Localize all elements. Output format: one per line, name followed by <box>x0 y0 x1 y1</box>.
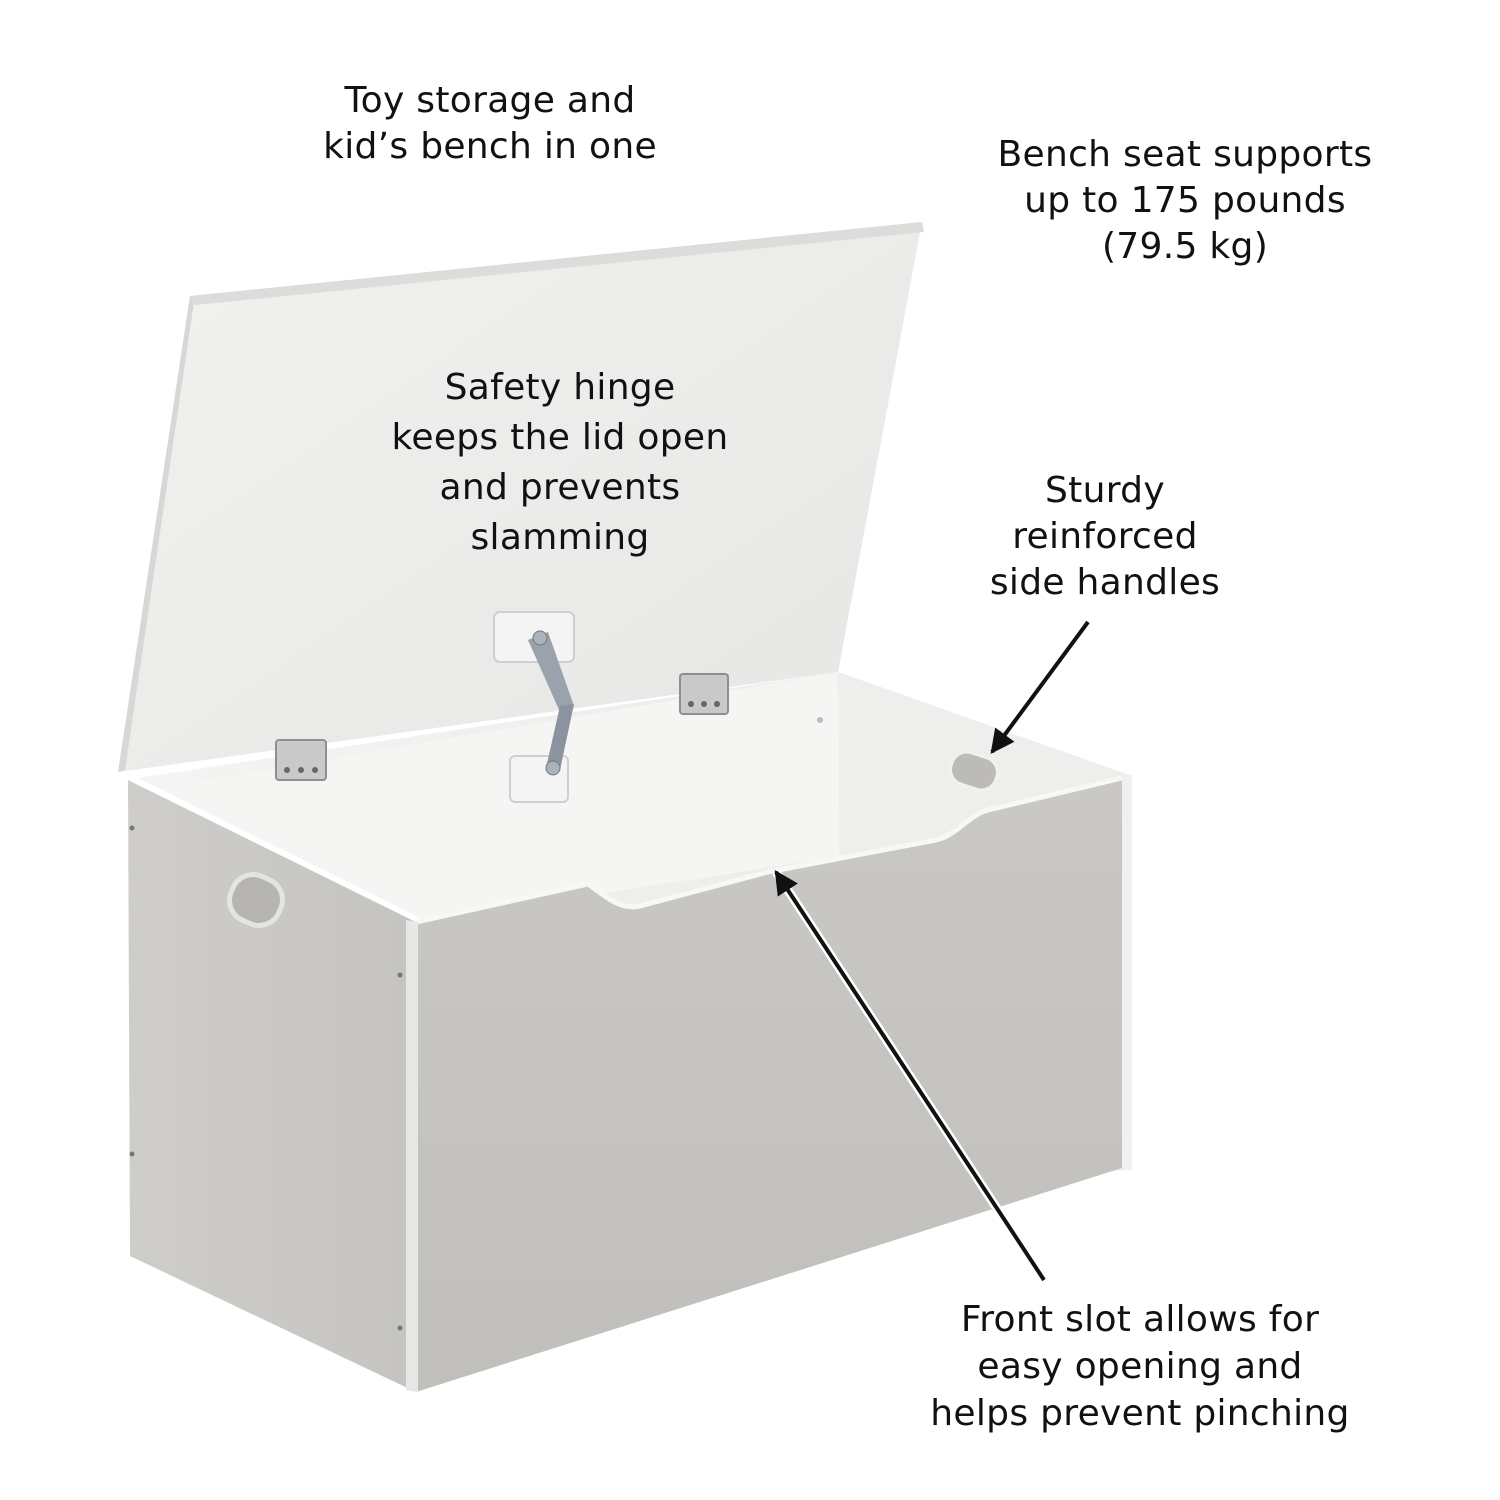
callout-line: slamming <box>470 517 650 558</box>
callout-bench-capacity: Bench seat supports up to 175 pounds (79… <box>960 132 1410 270</box>
callout-line: kid’s bench in one <box>323 126 657 167</box>
callout-line: (79.5 kg) <box>1101 226 1269 267</box>
front-panel <box>406 775 1132 1392</box>
callout-storage-bench: Toy storage and kid’s bench in one <box>290 78 690 170</box>
callout-front-slot: Front slot allows for easy opening and h… <box>880 1296 1400 1437</box>
callout-safety-hinge: Safety hinge keeps the lid open and prev… <box>370 363 750 563</box>
left-side-handle <box>227 872 285 928</box>
hinge-right <box>679 673 729 715</box>
callout-line: Toy storage and <box>344 80 636 121</box>
safety-hinge <box>493 611 575 803</box>
callout-line: reinforced <box>1012 516 1198 557</box>
callout-line: easy opening and <box>977 1346 1303 1387</box>
hinge-left <box>275 739 327 781</box>
callout-line: side handles <box>989 562 1221 603</box>
callout-line: and prevents <box>439 467 681 508</box>
arrow-side-handles <box>990 620 1090 754</box>
callout-line: Bench seat supports <box>997 134 1373 175</box>
callout-line: Safety hinge <box>444 367 676 408</box>
panel-screws <box>129 717 823 1331</box>
arrow-front-slot-line <box>774 869 1046 1282</box>
callout-line: Sturdy <box>1045 470 1165 511</box>
callout-line: keeps the lid open <box>391 417 729 458</box>
callout-line: up to 175 pounds <box>1024 180 1346 221</box>
callout-side-handles: Sturdy reinforced side handles <box>960 468 1250 606</box>
right-side-handle <box>948 749 1000 793</box>
callout-line: helps prevent pinching <box>930 1393 1350 1434</box>
lid <box>118 222 924 772</box>
left-side-panel <box>128 778 420 1392</box>
callout-line: Front slot allows for <box>960 1299 1320 1340</box>
